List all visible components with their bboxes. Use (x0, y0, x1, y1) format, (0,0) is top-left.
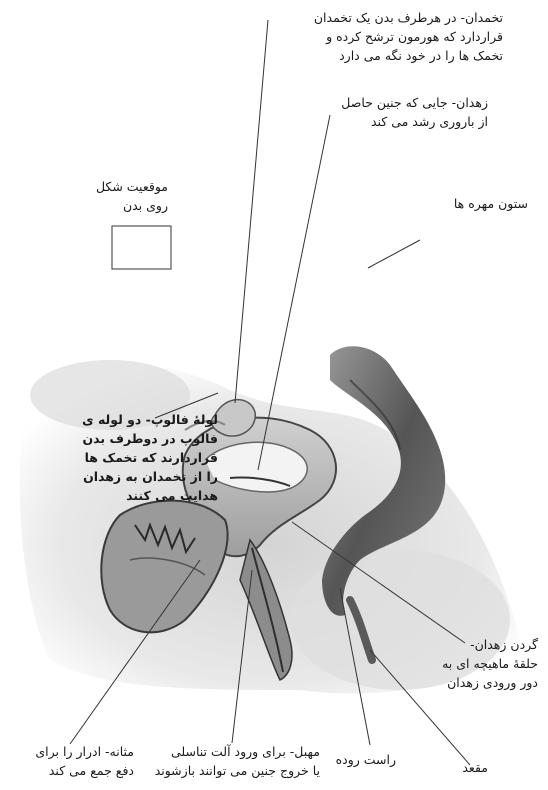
leader-spine (368, 240, 420, 268)
label-bladder: مثانه- ادرار را برای دفع جمع می کند (35, 742, 134, 780)
label-ovary: تخمدان- در هرطرف بدن یک تخمدان قراردارد … (314, 8, 503, 65)
label-fallopian: لولهٔ فالوپ- دو لوله ی فالوپ در دوطرف بد… (82, 410, 218, 505)
label-vagina: مهبل- برای ورود آلت تناسلی یا خروج جنین … (155, 742, 320, 780)
label-anus: مقعد (462, 758, 488, 777)
label-rectum: راست روده (336, 750, 396, 769)
label-spine: ستون مهره ها (454, 194, 528, 213)
label-cervix: گردن زهدان- حلقهٔ ماهیچه ای به دور ورودی… (442, 635, 538, 692)
body-location-box (112, 226, 171, 269)
label-uterus: زهدان- جایی که جنین حاصل از باروری رشد م… (341, 93, 488, 131)
label-body-location: موقعیت شکل روی بدن (96, 177, 168, 215)
leader-ovary (235, 20, 268, 403)
